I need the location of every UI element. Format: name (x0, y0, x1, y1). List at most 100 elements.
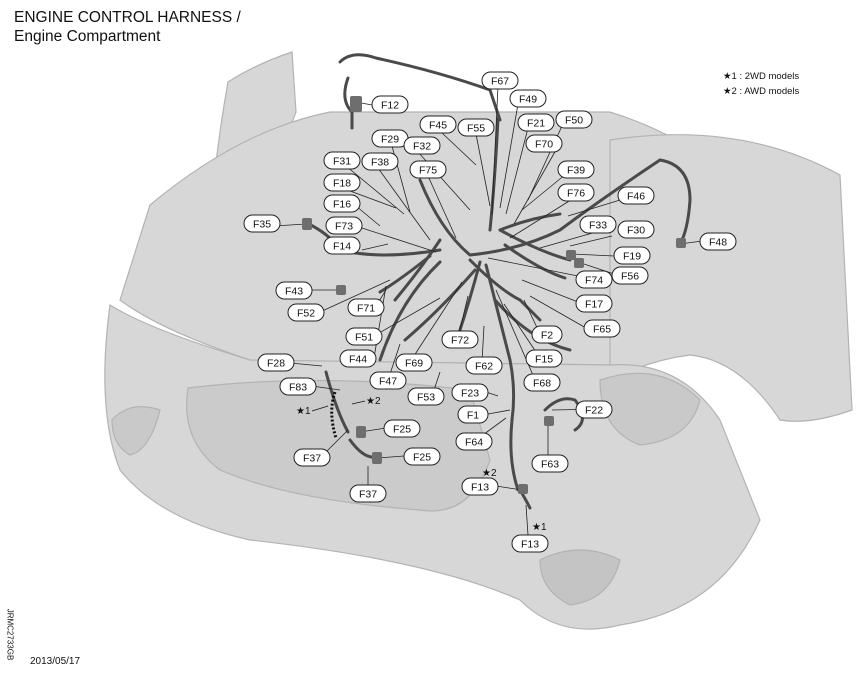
connector-label-f31[interactable]: F31 (323, 151, 361, 170)
svg-text:F43: F43 (285, 286, 303, 298)
connector-label-f37-upper[interactable]: F37 (293, 448, 331, 467)
connector-label-f2[interactable]: F2 (531, 325, 563, 344)
connector-label-f17[interactable]: F17 (575, 294, 613, 313)
svg-text:F1: F1 (467, 410, 479, 422)
connector-label-f71[interactable]: F71 (347, 298, 385, 317)
connector-label-f35[interactable]: F35 (243, 214, 281, 233)
svg-text:F18: F18 (333, 178, 351, 190)
svg-text:F2: F2 (541, 330, 553, 342)
connector-label-f68[interactable]: F68 (523, 373, 561, 392)
connector-label-f73[interactable]: F73 (325, 216, 363, 235)
document-date: 2013/05/17 (30, 656, 81, 667)
connector-label-f48[interactable]: F48 (699, 232, 737, 251)
connector-label-f51[interactable]: F51 (345, 327, 383, 346)
svg-text:F13: F13 (471, 482, 489, 494)
connector-label-f29[interactable]: F29 (371, 129, 409, 148)
connector-label-f14[interactable]: F14 (323, 236, 361, 255)
svg-text:F21: F21 (527, 118, 545, 130)
connector-label-f83[interactable]: F83 (279, 377, 317, 396)
svg-text:F53: F53 (417, 392, 435, 404)
svg-text:F14: F14 (333, 241, 351, 253)
connector-label-f76[interactable]: F76 (557, 183, 595, 202)
connector-label-f23[interactable]: F23 (451, 383, 489, 402)
connector-label-f63[interactable]: F63 (531, 454, 569, 473)
svg-text:F49: F49 (519, 94, 537, 106)
svg-text:F25: F25 (393, 424, 411, 436)
connector-label-f25-lower[interactable]: F25 (403, 447, 441, 466)
harness-wires (303, 53, 692, 510)
connector-label-f38[interactable]: F38 (361, 152, 399, 171)
connector-label-f15[interactable]: F15 (525, 349, 563, 368)
connector-label-f47[interactable]: F47 (369, 371, 407, 390)
svg-text:F12: F12 (381, 100, 399, 112)
connector-label-f74[interactable]: F74 (575, 270, 613, 289)
connector-label-f65[interactable]: F65 (583, 319, 621, 338)
headlamp-left (111, 406, 161, 456)
svg-text:F47: F47 (379, 376, 397, 388)
connector-label-f25-upper[interactable]: F25 (383, 419, 421, 438)
connector-label-f21[interactable]: F21 (517, 113, 555, 132)
connector-label-f75[interactable]: F75 (409, 160, 447, 179)
svg-text:F39: F39 (567, 165, 585, 177)
connector-label-f53[interactable]: F53 (407, 387, 445, 406)
connector-label-f37-lower[interactable]: F37 (349, 484, 387, 503)
connector-label-f1[interactable]: F1 (457, 405, 489, 424)
connector-label-f62[interactable]: F62 (465, 356, 503, 375)
connector-label-f22[interactable]: F22 (575, 400, 613, 419)
connector-label-f28[interactable]: F28 (257, 353, 295, 372)
connector-label-f12[interactable]: F12 (371, 95, 409, 114)
connector-label-f70[interactable]: F70 (525, 134, 563, 153)
svg-text:F28: F28 (267, 358, 285, 370)
svg-text:F35: F35 (253, 219, 271, 231)
svg-text:F65: F65 (593, 324, 611, 336)
connector-label-f19[interactable]: F19 (613, 246, 651, 265)
svg-text:F46: F46 (627, 191, 645, 203)
star-awd-left: ★2 (366, 396, 381, 407)
svg-text:F62: F62 (475, 361, 493, 373)
svg-text:F67: F67 (491, 76, 509, 88)
page-title: ENGINE CONTROL HARNESS / Engine Compartm… (14, 8, 241, 46)
svg-text:F31: F31 (333, 156, 351, 168)
connector-label-f16[interactable]: F16 (323, 194, 361, 213)
connector-label-f72[interactable]: F72 (441, 330, 479, 349)
connector-label-f32[interactable]: F32 (403, 136, 441, 155)
svg-text:F29: F29 (381, 134, 399, 146)
connector-label-f50[interactable]: F50 (555, 110, 593, 129)
svg-text:F76: F76 (567, 188, 585, 200)
connector-label-f13-upper[interactable]: F13 (461, 477, 499, 496)
connector-label-f46[interactable]: F46 (617, 186, 655, 205)
connector-label-f49[interactable]: F49 (509, 89, 547, 108)
svg-text:F51: F51 (355, 332, 373, 344)
connector-label-f39[interactable]: F39 (557, 160, 595, 179)
connector-label-f67[interactable]: F67 (481, 71, 519, 90)
connector-label-f43[interactable]: F43 (275, 281, 313, 300)
connector-label-f55[interactable]: F55 (457, 118, 495, 137)
svg-text:F17: F17 (585, 299, 603, 311)
svg-text:F38: F38 (371, 157, 389, 169)
connector-label-f56[interactable]: F56 (611, 266, 649, 285)
connector-label-f33[interactable]: F33 (579, 215, 617, 234)
svg-text:F44: F44 (349, 354, 367, 366)
connector-label-f52[interactable]: F52 (287, 303, 325, 322)
svg-text:F73: F73 (335, 221, 353, 233)
awd-harness-segment (330, 391, 338, 439)
star-markers: ★1 ★2 ★2 ★1 (296, 396, 547, 533)
connector-label-f69[interactable]: F69 (395, 353, 433, 372)
right-fender (609, 134, 853, 422)
star-2wd-right: ★1 (532, 522, 547, 533)
svg-text:F71: F71 (357, 303, 375, 315)
svg-text:F52: F52 (297, 308, 315, 320)
connector-label-f13-lower[interactable]: F13 (511, 534, 549, 553)
svg-text:F48: F48 (709, 237, 727, 249)
title-line-1: ENGINE CONTROL HARNESS / (14, 9, 241, 26)
connector-label-f64[interactable]: F64 (455, 432, 493, 451)
connector-label-f45[interactable]: F45 (419, 115, 457, 134)
svg-text:F22: F22 (585, 405, 603, 417)
connector-label-f44[interactable]: F44 (339, 349, 377, 368)
connector-label-f18[interactable]: F18 (323, 173, 361, 192)
svg-text:F19: F19 (623, 251, 641, 263)
svg-text:F83: F83 (289, 382, 307, 394)
svg-text:F74: F74 (585, 275, 603, 287)
connector-label-f30[interactable]: F30 (617, 220, 655, 239)
